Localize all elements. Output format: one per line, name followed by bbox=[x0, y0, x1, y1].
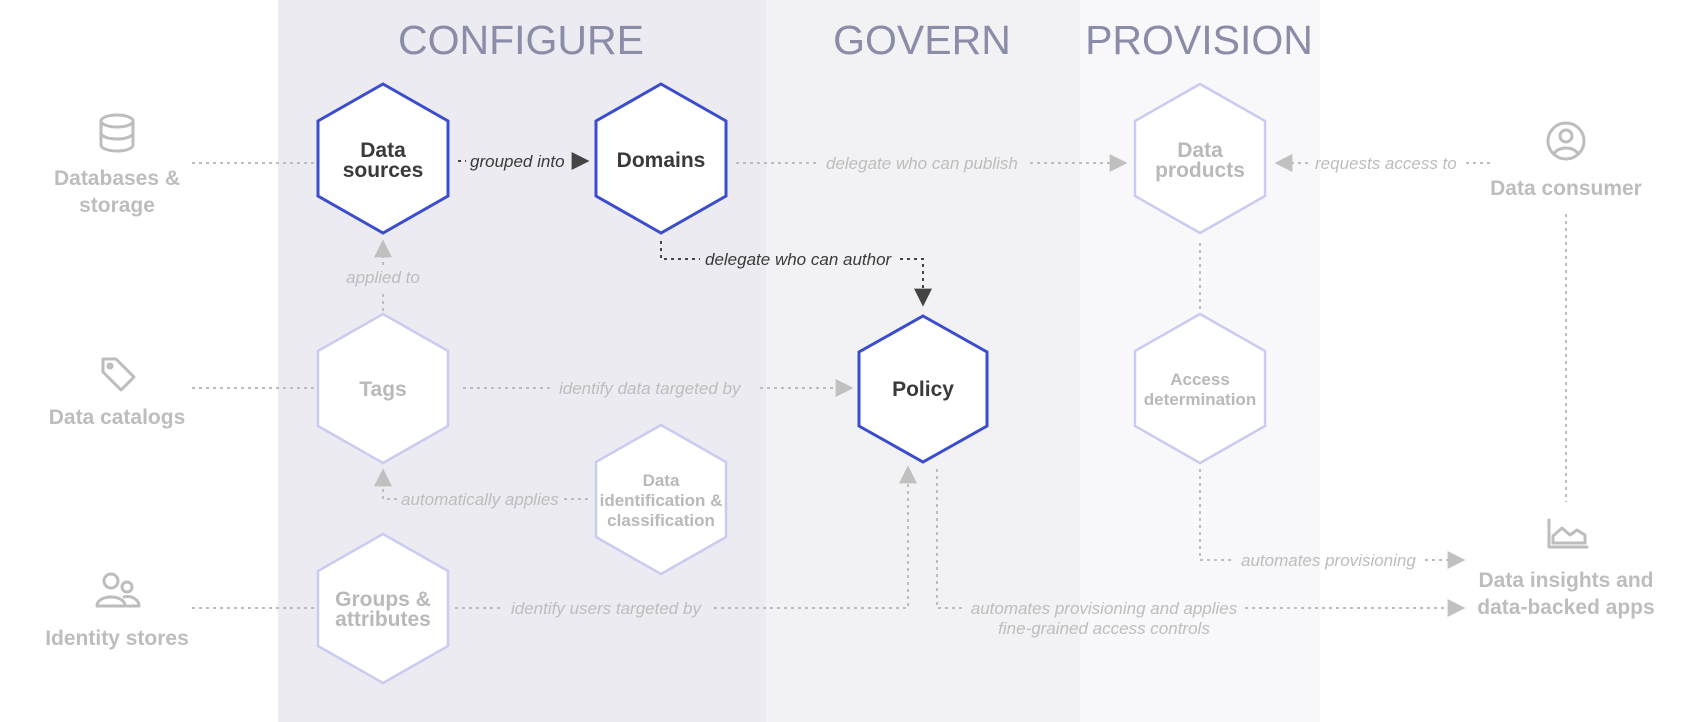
identity-label: Identity stores bbox=[45, 627, 189, 650]
data-products-hex bbox=[1133, 82, 1267, 235]
automates-prov-line-left bbox=[1199, 469, 1232, 561]
automates-fg-line-left bbox=[936, 469, 963, 609]
policy-label: Policy bbox=[892, 378, 954, 401]
data-consumer-label: Data consumer bbox=[1490, 177, 1642, 200]
identify-users-line-right bbox=[714, 465, 917, 609]
access-determination-label-2: determination bbox=[1144, 390, 1256, 409]
databases-label-2: storage bbox=[79, 194, 155, 217]
tags-label: Tags bbox=[359, 378, 406, 401]
data-products-label: Data bbox=[1177, 139, 1223, 162]
access-determination-label: Access bbox=[1170, 370, 1230, 389]
automates-fg-label-2: fine-grained access controls bbox=[998, 619, 1210, 638]
data-identification-hex bbox=[594, 423, 728, 576]
govern-header: GOVERN bbox=[833, 17, 1011, 63]
auto-applies-line-left bbox=[374, 468, 397, 500]
delegate-author-line-right bbox=[900, 258, 932, 307]
provision-header: PROVISION bbox=[1085, 17, 1313, 63]
data-identification-label-3: classification bbox=[607, 511, 715, 530]
requests-access-label: requests access to bbox=[1315, 154, 1457, 173]
insights-label-2: data-backed apps bbox=[1477, 596, 1654, 619]
domains-hex bbox=[594, 82, 728, 235]
data-sources-label-2: sources bbox=[343, 159, 424, 182]
grouped-into-label: grouped into bbox=[470, 152, 565, 171]
groups-attributes-hex bbox=[316, 532, 450, 685]
groups-attributes-label: Groups & bbox=[335, 588, 431, 611]
tag-icon bbox=[101, 357, 136, 392]
tags-hex bbox=[316, 312, 450, 465]
area-chart-icon bbox=[1547, 518, 1589, 549]
data-sources-hex bbox=[316, 82, 450, 235]
configure-header: CONFIGURE bbox=[398, 17, 644, 63]
database-icon bbox=[99, 113, 135, 153]
user-circle-icon bbox=[1546, 121, 1586, 161]
data-products-label-2: products bbox=[1155, 159, 1245, 182]
automates-prov-label: automates provisioning bbox=[1241, 551, 1416, 570]
access-determination-hex bbox=[1133, 312, 1267, 465]
identify-users-label: identify users targeted by bbox=[511, 599, 702, 618]
insights-label: Data insights and bbox=[1478, 569, 1653, 592]
delegate-publish-label: delegate who can publish bbox=[826, 154, 1018, 173]
applied-to-label: applied to bbox=[346, 268, 420, 287]
auto-applies-label: automatically applies bbox=[401, 490, 559, 509]
catalogs-label: Data catalogs bbox=[49, 406, 186, 429]
domains-label: Domains bbox=[617, 149, 706, 172]
automates-fg-label-1: automates provisioning and applies bbox=[971, 599, 1238, 618]
policy-hex bbox=[857, 314, 989, 464]
groups-attributes-label-2: attributes bbox=[335, 608, 431, 631]
delegate-author-label: delegate who can author bbox=[705, 250, 893, 269]
data-identification-label-2: identification & bbox=[600, 491, 723, 510]
users-icon bbox=[95, 572, 141, 608]
databases-label: Databases & bbox=[54, 167, 180, 190]
data-sources-label: Data bbox=[360, 139, 406, 162]
delegate-author-line-left bbox=[660, 241, 700, 260]
identify-data-label: identify data targeted by bbox=[559, 379, 742, 398]
data-identification-label: Data bbox=[643, 471, 680, 490]
